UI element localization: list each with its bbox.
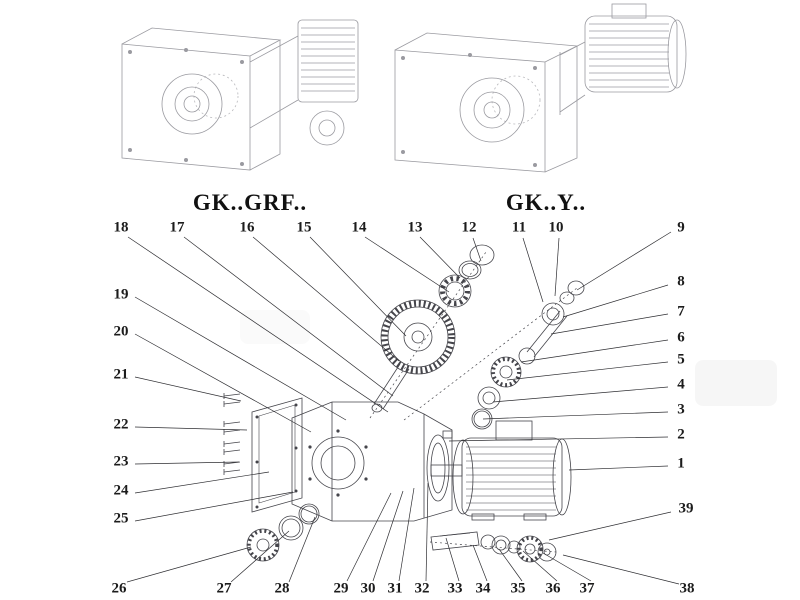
callout-12: 12 (461, 219, 477, 236)
callout-10: 10 (548, 219, 564, 236)
assembled-view-gk-y (394, 3, 687, 173)
callout-17: 17 (169, 219, 185, 236)
callout-18: 18 (113, 219, 129, 236)
variant-label-gk-grf: GK..GRF.. (192, 190, 308, 215)
callout-3: 3 (677, 401, 685, 418)
exploded-view (223, 244, 585, 563)
callout-34: 34 (475, 580, 491, 597)
callout-7: 7 (677, 303, 685, 320)
callout-24: 24 (113, 482, 129, 499)
callout-36: 36 (545, 580, 561, 597)
callout-1: 1 (677, 455, 685, 472)
callout-14: 14 (351, 219, 367, 236)
bolt-set (223, 393, 241, 475)
callout-29: 29 (333, 580, 349, 597)
callout-5: 5 (677, 351, 685, 368)
callout-9: 9 (677, 219, 685, 236)
callout-32: 32 (414, 580, 430, 597)
callout-8: 8 (677, 273, 685, 290)
callout-38: 38 (679, 580, 695, 597)
callout-27: 27 (216, 580, 232, 597)
callout-23: 23 (113, 453, 129, 470)
variant-label-gk-y: GK..Y.. (505, 190, 587, 215)
callout-30: 30 (360, 580, 376, 597)
callout-16: 16 (239, 219, 255, 236)
callout-37: 37 (579, 580, 595, 597)
callout-26: 26 (111, 580, 127, 597)
callout-13: 13 (407, 219, 423, 236)
callout-39: 39 (678, 500, 694, 517)
callout-11: 11 (511, 219, 527, 236)
callout-6: 6 (677, 329, 685, 346)
callout-21: 21 (113, 366, 129, 383)
callout-2: 2 (677, 426, 685, 443)
leader-lines (126, 231, 680, 585)
assembled-view-gk-grf (121, 19, 359, 171)
callout-20: 20 (113, 323, 129, 340)
callout-33: 33 (447, 580, 463, 597)
callout-31: 31 (387, 580, 403, 597)
callout-4: 4 (677, 376, 685, 393)
callout-25: 25 (113, 510, 129, 527)
callout-35: 35 (510, 580, 526, 597)
callout-28: 28 (274, 580, 290, 597)
callout-22: 22 (113, 416, 129, 433)
callout-19: 19 (113, 286, 129, 303)
callout-15: 15 (296, 219, 312, 236)
